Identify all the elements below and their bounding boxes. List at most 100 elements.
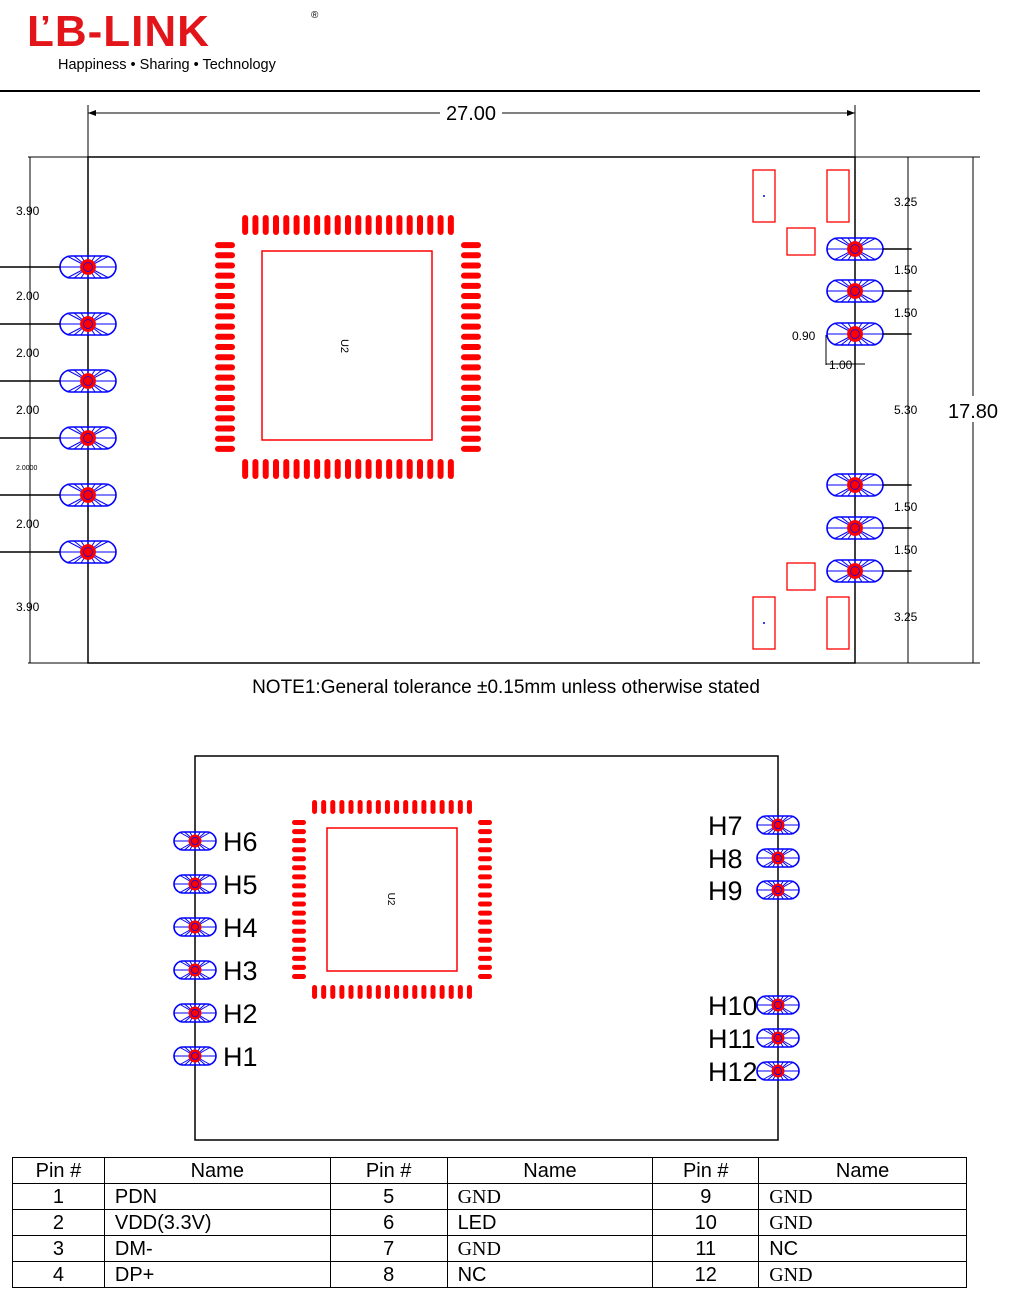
chip-pad xyxy=(292,937,306,943)
pin-label: H9 xyxy=(708,876,743,906)
left-dim-label: 2.0000 xyxy=(16,465,38,472)
labeled-pads xyxy=(173,815,800,1081)
chip-pad xyxy=(334,459,341,479)
table-row: 1 PDN 5 GND 9 GND xyxy=(12,1183,967,1210)
pin-name: GND xyxy=(758,1183,967,1210)
chip-pad xyxy=(478,919,492,925)
header-name-1: Name xyxy=(103,1157,331,1184)
chip-pad xyxy=(345,459,351,479)
chip-pad xyxy=(412,800,418,814)
chip-pad xyxy=(262,215,269,235)
chip-pad xyxy=(312,800,318,814)
chip-pad xyxy=(478,901,492,907)
chip-pad xyxy=(478,883,492,889)
brand-name: ĽB-LINK xyxy=(27,7,210,56)
chip-u2 xyxy=(215,215,481,479)
chip-pad xyxy=(357,985,363,999)
chip-pad xyxy=(292,874,306,880)
component-pad xyxy=(786,562,816,591)
chip-pad xyxy=(215,313,235,320)
chip-pad xyxy=(215,405,235,412)
connector-pad xyxy=(756,848,800,868)
chip-pad xyxy=(437,459,444,479)
pin-number: 7 xyxy=(329,1235,448,1262)
chip-pad xyxy=(292,847,306,853)
chip-pad xyxy=(292,901,306,907)
chip-pad xyxy=(478,955,492,961)
pin-number: 11 xyxy=(652,1235,760,1262)
chip-pad xyxy=(417,459,423,479)
chip-pad xyxy=(215,445,235,452)
pin-name: LED xyxy=(446,1209,654,1236)
table-header-row: Pin # Name Pin # Name Pin # Name xyxy=(12,1157,967,1184)
pin-number: 10 xyxy=(652,1209,760,1236)
chip-pad xyxy=(252,215,259,235)
left-dim-label: 3.90 xyxy=(16,204,40,218)
chip-pad xyxy=(406,459,413,479)
chip-pad xyxy=(461,313,481,320)
chip-pad xyxy=(384,800,390,814)
chip-pad xyxy=(375,800,381,814)
chip-pad xyxy=(365,459,372,479)
pin-label: H12 xyxy=(708,1057,758,1087)
chip-pad xyxy=(314,459,321,479)
component-pad xyxy=(752,596,776,650)
chip-pad xyxy=(421,985,427,999)
right-dim-label: 1.50 xyxy=(894,263,918,277)
connector-pad xyxy=(173,1003,217,1023)
chip-pad xyxy=(283,215,290,235)
chip-pad xyxy=(478,838,492,844)
chip-u2-small xyxy=(292,800,492,999)
chip-pad xyxy=(461,425,481,432)
connector-pad xyxy=(826,279,911,303)
width-label: 27.00 xyxy=(446,103,496,125)
chip-pad xyxy=(292,910,306,916)
chip-pad xyxy=(355,215,362,235)
chip-pad xyxy=(447,459,454,479)
chip-pad xyxy=(283,459,290,479)
connector-pad xyxy=(826,322,911,346)
pin-label: H3 xyxy=(223,956,258,986)
right-dim-label: 3.25 xyxy=(894,610,918,624)
chip-pad xyxy=(427,459,434,479)
pin-label: H8 xyxy=(708,844,743,874)
chip-pad xyxy=(457,985,463,999)
pin-number: 1 xyxy=(12,1183,105,1210)
chip-pad xyxy=(215,242,235,249)
chip-pad xyxy=(252,459,259,479)
connector-pad xyxy=(826,237,911,261)
connector-pad xyxy=(0,312,117,336)
chip-pad xyxy=(293,215,300,235)
chip-pad xyxy=(478,910,492,916)
chip-pad xyxy=(461,435,481,442)
left-dim-label: 3.90 xyxy=(16,600,40,614)
chip-pad xyxy=(448,800,454,814)
registered-mark: ® xyxy=(311,10,319,21)
chip-pad xyxy=(292,820,306,826)
chip-pad xyxy=(478,946,492,952)
chip-pad xyxy=(292,865,306,871)
left-dim-label: 2.00 xyxy=(16,517,40,531)
connector-pad xyxy=(0,483,117,507)
connector-pad xyxy=(826,516,911,540)
pin-label: H7 xyxy=(708,811,743,841)
chip-pad xyxy=(365,215,372,235)
chip-pad xyxy=(339,985,345,999)
chip-pad xyxy=(478,856,492,862)
chip-pad xyxy=(215,252,235,259)
chip-pad xyxy=(348,985,354,999)
chip-body-2 xyxy=(326,827,458,972)
chip-pad xyxy=(478,937,492,943)
pin-number: 9 xyxy=(652,1183,760,1210)
chip-pad xyxy=(292,856,306,862)
chip-pad xyxy=(466,985,472,999)
chip-pad xyxy=(478,847,492,853)
chip-pad xyxy=(461,242,481,249)
pin-label: H2 xyxy=(223,999,258,1029)
chip-pad xyxy=(384,985,390,999)
pin-number: 5 xyxy=(329,1183,448,1210)
chip-pad xyxy=(478,928,492,934)
header-pin-1: Pin # xyxy=(12,1157,105,1184)
component-pad xyxy=(786,227,816,256)
